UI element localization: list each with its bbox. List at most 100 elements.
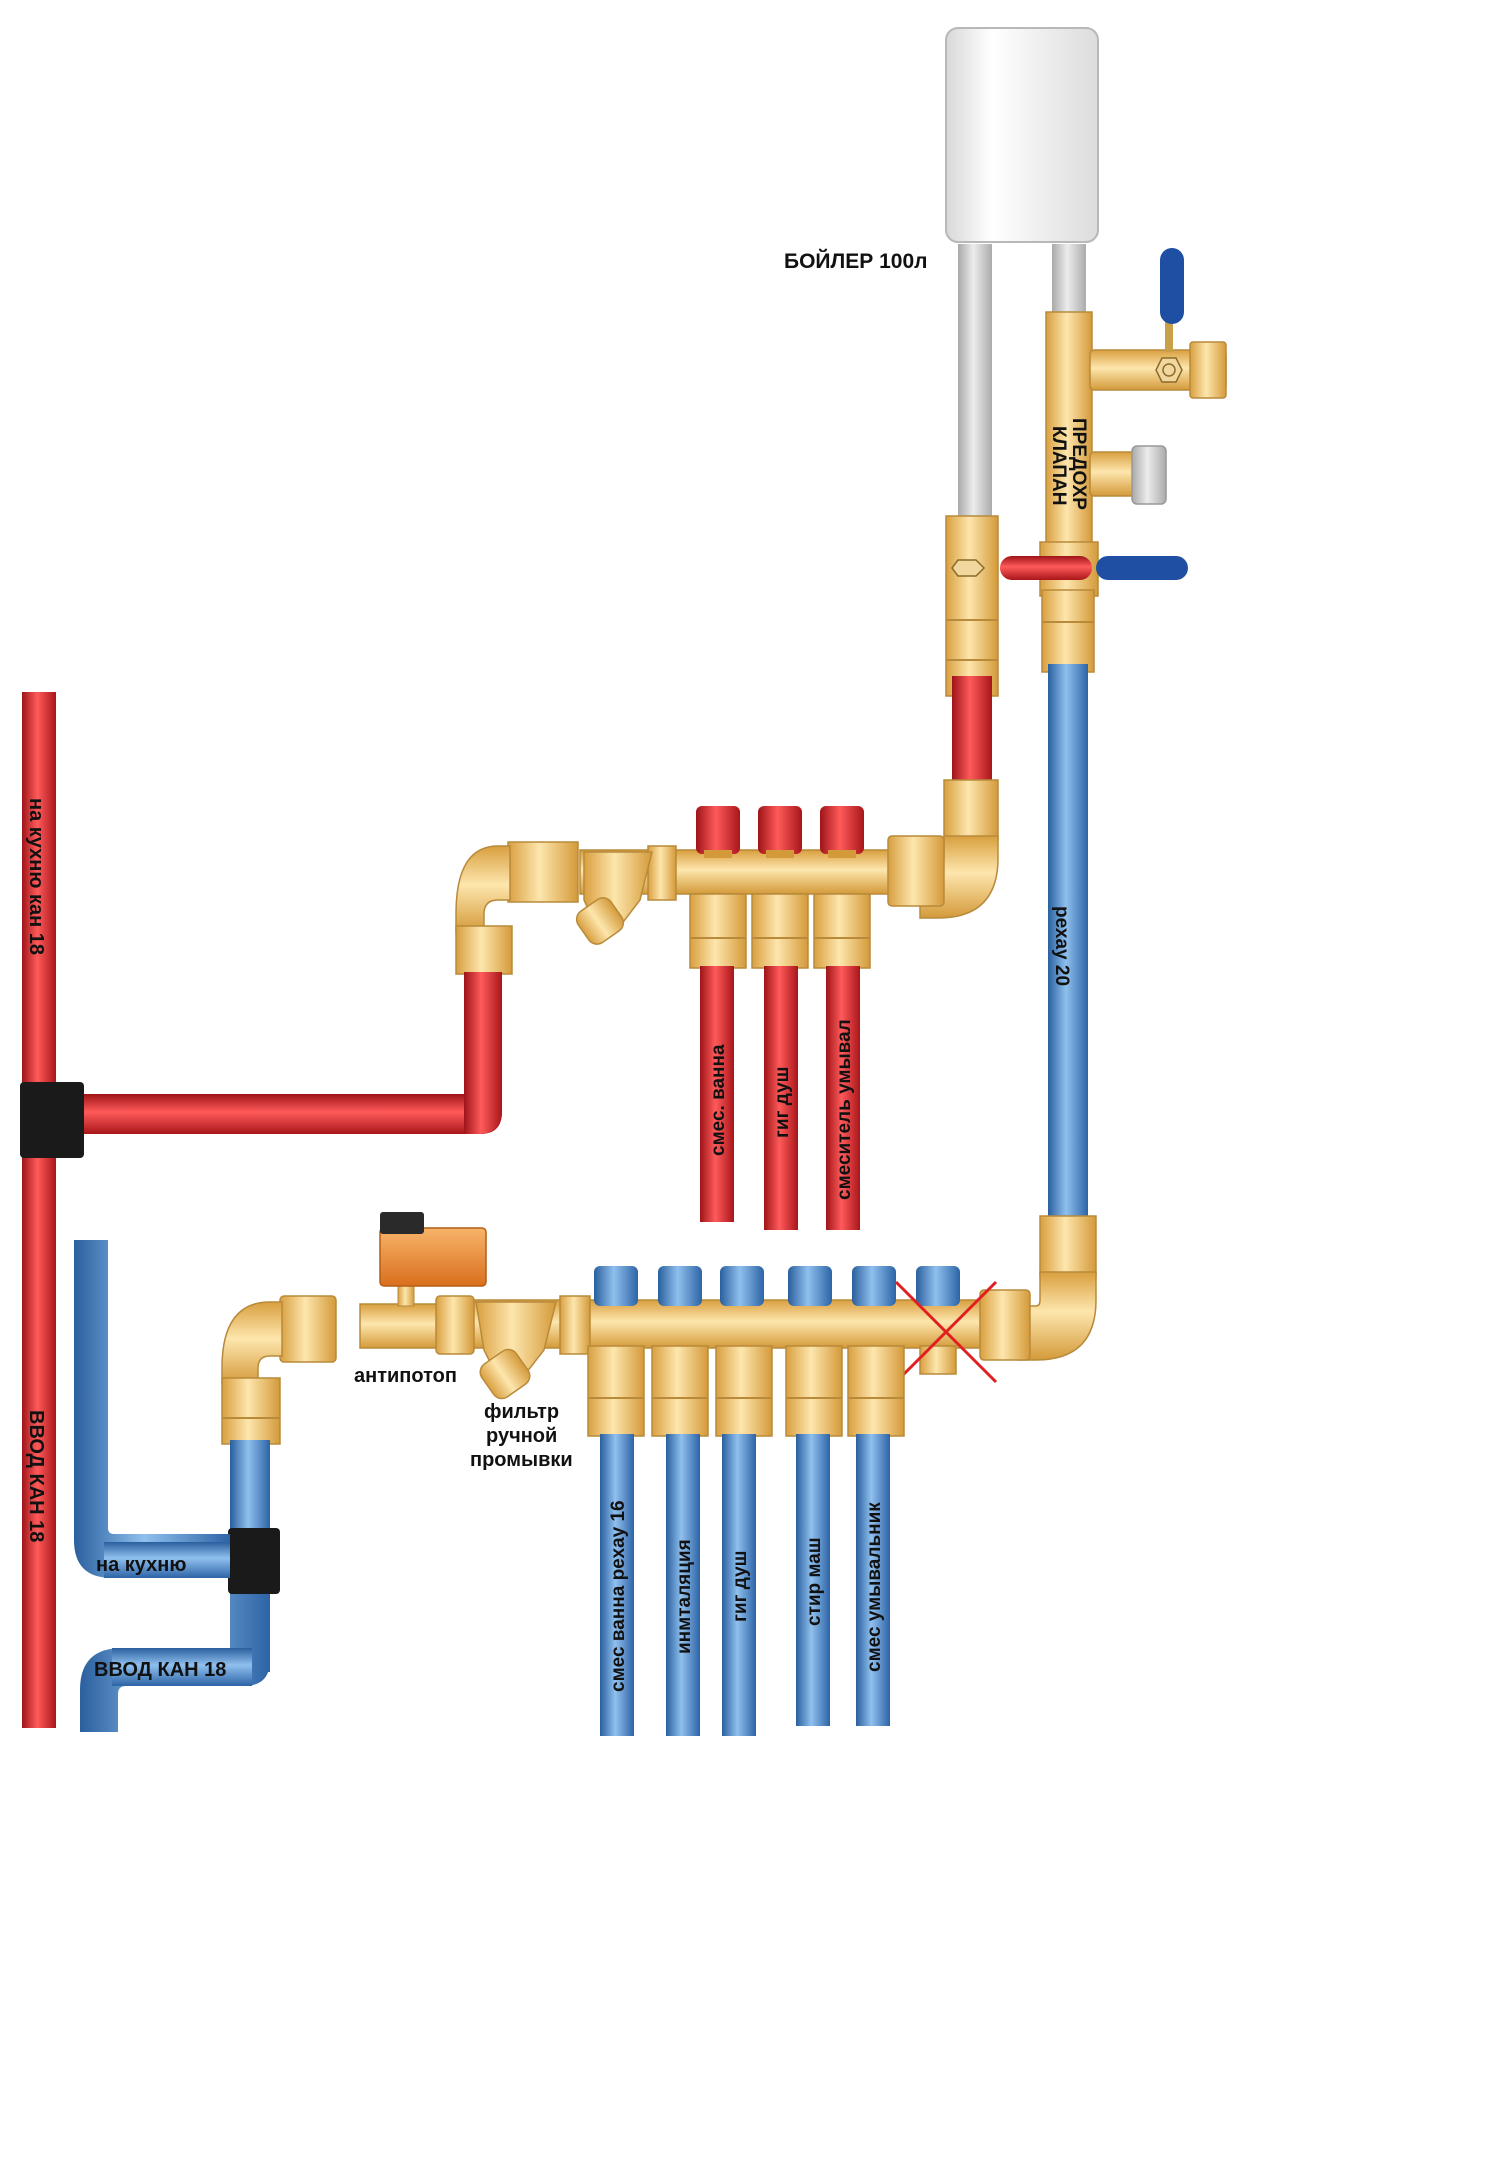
input-bottom-label: ВВОД КАН 18 xyxy=(94,1659,226,1681)
hot-outlet-label-2: гиг душ xyxy=(772,1067,793,1138)
hot-outlet-2 xyxy=(751,806,809,969)
antipotop-label: антипотоп xyxy=(354,1365,457,1387)
antipotop-union-right xyxy=(435,1295,475,1355)
hot-left-elbow-down-fitting xyxy=(455,925,513,975)
cold-outlet-4 xyxy=(785,1266,843,1437)
cold-stem-3 xyxy=(715,1345,773,1437)
cold-stem-5 xyxy=(847,1345,905,1437)
cold-stem-4 xyxy=(785,1345,843,1437)
antipotop-actuator-top xyxy=(380,1212,424,1234)
hot-cap-2-neck xyxy=(766,850,794,858)
cold-boiler-fitting xyxy=(1041,589,1095,673)
hot-left-elbow-shape xyxy=(455,845,511,933)
kitchen-cold-pipe xyxy=(74,1240,230,1578)
hot-pipe-corner xyxy=(464,972,502,1134)
hot-cap-3-neck xyxy=(828,850,856,858)
hot-left-union xyxy=(507,841,579,903)
hot-outlet-pipe-3 xyxy=(826,966,860,1230)
filter-label-1: фильтр xyxy=(484,1401,559,1423)
cold-filter-cap xyxy=(479,1348,531,1400)
drain-valve-stem xyxy=(1165,316,1173,352)
hot-outlet-pipe-2 xyxy=(764,966,798,1230)
antipotop-actuator xyxy=(379,1227,487,1287)
drain-valve-nut-center xyxy=(1162,363,1176,377)
hot-pipe-vertical xyxy=(952,676,992,784)
hot-manifold-end-nut xyxy=(887,835,945,907)
filter-label-3: промывки xyxy=(470,1449,573,1471)
cold-right-elbow xyxy=(1017,1271,1097,1361)
drain-valve-handle xyxy=(1160,248,1184,324)
boiler-tank xyxy=(945,27,1099,243)
hot-boiler-fitting-nut xyxy=(951,559,986,577)
hot-cap-2 xyxy=(758,806,802,854)
cold-outlet-disabled xyxy=(894,1266,998,1384)
cold-stem-1 xyxy=(587,1345,645,1437)
cold-outlet-pipe-2 xyxy=(666,1434,700,1736)
cold-left-elbow-down-fitting xyxy=(221,1377,281,1445)
safety-tee-body xyxy=(1045,311,1093,545)
cold-left-union xyxy=(279,1295,337,1363)
cold-outlet-label-4: стир маш xyxy=(804,1537,825,1626)
cold-outlet-label-1: смес ванна рехау 16 xyxy=(608,1500,629,1692)
hot-stem-1 xyxy=(689,893,747,969)
cold-outlet-label-5: смес умывальник xyxy=(864,1502,885,1672)
hot-stem-2 xyxy=(751,893,809,969)
rehau20-pipe xyxy=(1048,664,1088,1224)
cold-cap-1 xyxy=(594,1266,638,1306)
cold-outlet-1 xyxy=(587,1266,645,1437)
hot-cap-1-neck xyxy=(704,850,732,858)
cold-cap-3 xyxy=(720,1266,764,1306)
cold-outlet-pipe-4 xyxy=(796,1434,830,1726)
cold-outlet-5 xyxy=(847,1266,905,1437)
boiler-label: БОЙЛЕР 100л xyxy=(784,249,927,273)
hot-riser-tee xyxy=(20,1082,84,1158)
cold-outlet-pipe-1 xyxy=(600,1434,634,1736)
hot-outlet-1 xyxy=(689,806,747,969)
mixing-valve-red-handle xyxy=(1000,556,1092,580)
kitchen-cold-horizontal xyxy=(104,1542,230,1578)
kitchen-cold-label: на кухню xyxy=(96,1554,186,1576)
hot-manifold-union xyxy=(647,845,677,901)
rehau20-label: рехау 20 xyxy=(1051,906,1072,986)
hot-pipe-horizontal xyxy=(52,1094,484,1134)
hot-filter-cap xyxy=(575,897,625,945)
cold-stem-disabled xyxy=(919,1345,957,1375)
kitchen-hot-label: на кухню кан 18 xyxy=(25,798,47,955)
drain-valve-end xyxy=(1189,341,1227,399)
drain-valve-nut xyxy=(1155,357,1183,383)
boiler-cold-pipe xyxy=(1052,244,1086,316)
cold-cap-5 xyxy=(852,1266,896,1306)
cold-left-elbow xyxy=(221,1301,283,1385)
hot-outlet-label-1: смес. ванна xyxy=(708,1044,729,1156)
safety-valve-label-1: ПРЕДОХР xyxy=(1068,418,1089,510)
safety-valve-cap xyxy=(1131,445,1167,505)
hot-outlet-3 xyxy=(813,806,871,969)
cold-outlet-pipe-3 xyxy=(722,1434,756,1736)
hot-boiler-fitting xyxy=(945,515,999,697)
hot-outlet-label-3: смеситель умывал xyxy=(834,1019,855,1200)
cold-outlet-3 xyxy=(715,1266,773,1437)
cold-stem-2 xyxy=(651,1345,709,1437)
hot-outlet-pipe-1 xyxy=(700,966,734,1222)
cold-cap-2 xyxy=(658,1266,702,1306)
cold-manifold-union xyxy=(559,1295,591,1355)
cold-cap-disabled xyxy=(916,1266,960,1306)
input-cold-horizontal xyxy=(112,1648,252,1686)
cold-outlet-label-2: инмталяция xyxy=(674,1539,695,1654)
cold-cap-4 xyxy=(788,1266,832,1306)
boiler-hot-pipe xyxy=(958,244,992,522)
cold-outlet-label-3: гиг душ xyxy=(730,1551,751,1622)
cold-tee xyxy=(228,1528,280,1594)
hot-riser-pipe xyxy=(22,692,56,1728)
cold-right-elbow-fitting xyxy=(1039,1215,1097,1277)
cold-outlet-2 xyxy=(651,1266,709,1437)
hot-cap-3 xyxy=(820,806,864,854)
cross-line-2 xyxy=(894,1280,998,1384)
cold-outlet-pipe-5 xyxy=(856,1434,890,1726)
hot-stem-3 xyxy=(813,893,871,969)
input-left-label: ВВОД КАН 18 xyxy=(25,1410,47,1542)
filter-label-2: ручной xyxy=(486,1425,557,1447)
safety-valve-label-2: КЛАПАН xyxy=(1048,426,1069,506)
hot-elbow-fitting xyxy=(943,779,999,841)
